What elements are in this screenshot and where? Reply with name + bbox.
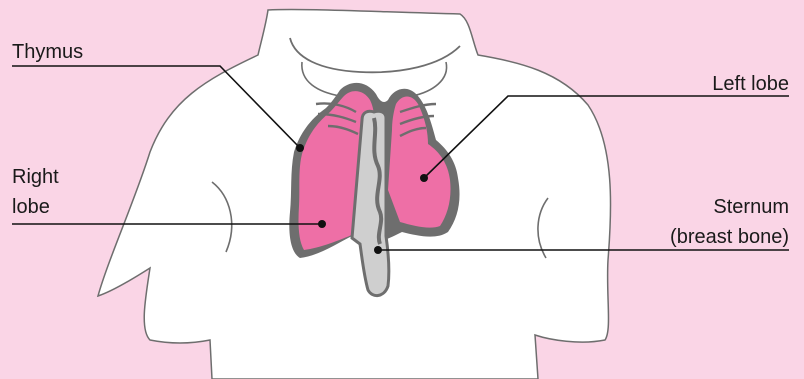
label-sternum-line1: Sternum <box>713 196 789 218</box>
label-left-lobe: Left lobe <box>712 73 789 95</box>
leader-thymus-dot <box>296 144 304 152</box>
label-sternum-line2: (breast bone) <box>670 226 789 248</box>
leader-sternum-dot <box>374 246 382 254</box>
label-right-lobe-line1: Right <box>12 166 59 188</box>
label-right-lobe-line2: lobe <box>12 196 50 218</box>
leader-right-lobe-dot <box>318 220 326 228</box>
label-thymus: Thymus <box>12 41 83 63</box>
leader-left-lobe-dot <box>420 174 428 182</box>
